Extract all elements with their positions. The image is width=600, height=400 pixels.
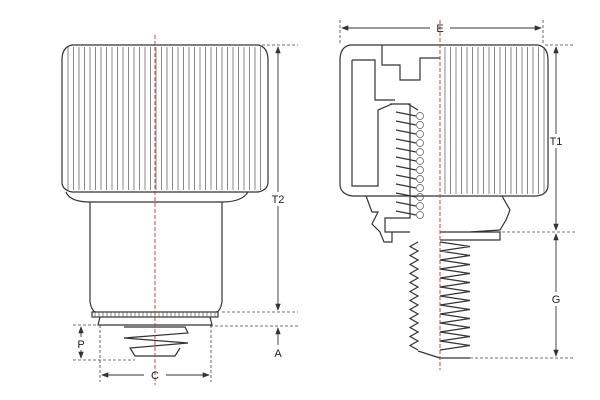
- label-p: P: [77, 339, 84, 351]
- knurl-lines-right: [444, 47, 545, 194]
- label-t2: T2: [272, 194, 285, 206]
- collar: [440, 231, 501, 241]
- knurl-lines: [67, 47, 261, 190]
- label-a: A: [274, 348, 282, 360]
- front-view: T2 A P C: [61, 35, 300, 385]
- knob-section-outline: [339, 44, 549, 197]
- body-lower: [365, 195, 511, 243]
- label-e: E: [436, 23, 443, 35]
- knob-outline: [61, 44, 269, 193]
- spring: [395, 111, 424, 219]
- shank: [89, 202, 223, 313]
- flange-serrations: [94, 312, 216, 317]
- label-c: C: [151, 370, 159, 382]
- section-view: E T1 G: [339, 20, 575, 370]
- spring-housing: [384, 103, 419, 233]
- cap-section: [351, 45, 440, 187]
- knob-base-flare: [65, 191, 249, 203]
- label-t1: T1: [550, 136, 563, 148]
- label-g: G: [552, 294, 561, 306]
- thread-stub: [123, 326, 189, 357]
